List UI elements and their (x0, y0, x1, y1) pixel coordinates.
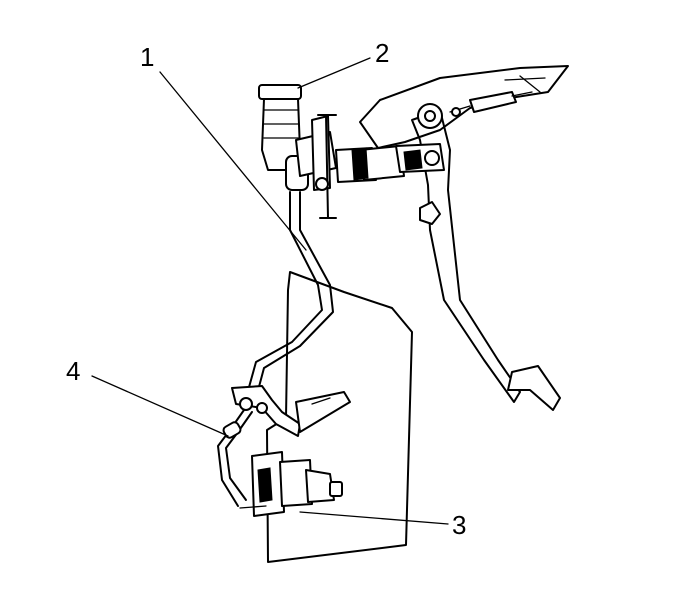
clutch-hydraulic-line (245, 191, 334, 399)
line-bracket (231, 385, 351, 437)
callout-1: 1 (140, 42, 154, 72)
leader-line-1 (159, 71, 307, 251)
callout-4: 4 (66, 356, 80, 386)
pedal-bracket (359, 65, 569, 149)
leader-line-4 (91, 375, 229, 437)
leader-lines (91, 57, 449, 525)
slave-cylinder-line (217, 409, 253, 507)
clutch-slave-cylinder (239, 451, 343, 517)
clutch-pedal (411, 103, 561, 411)
callout-3: 3 (452, 510, 466, 540)
clutch-master-cylinder (258, 84, 445, 219)
leader-line-2 (297, 57, 371, 89)
callout-2: 2 (375, 38, 389, 68)
leader-line-3 (299, 511, 449, 525)
